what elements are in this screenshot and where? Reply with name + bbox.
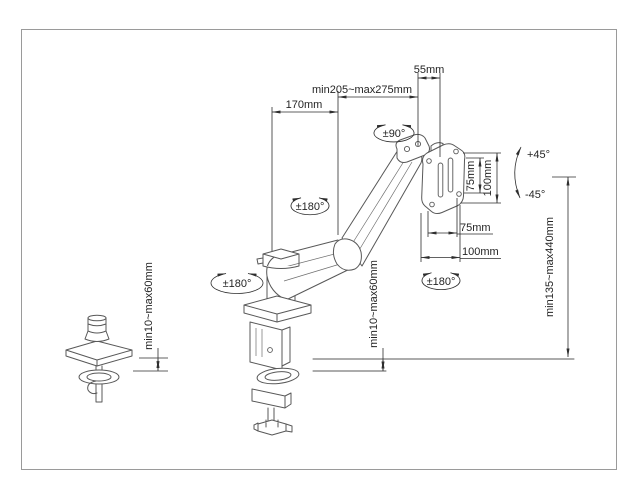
dim-height-range: min135~max440mm	[544, 176, 576, 358]
vesa-hole-tr	[453, 148, 459, 155]
rotation-label-base-180: ±180°	[223, 278, 252, 290]
vesa-hole-bl	[429, 201, 435, 208]
dim-label-vesa-v75: 75mm	[465, 161, 477, 192]
vesa-hole-tl	[426, 158, 432, 164]
tilt-label-up: +45°	[527, 149, 550, 161]
dim-label-vesa-h75: 75mm	[460, 222, 491, 234]
rotation-label-mid-180: ±180°	[296, 201, 325, 213]
elbow-joint	[332, 238, 362, 271]
vesa-slot-left	[437, 162, 444, 198]
vesa-hole-br	[456, 191, 462, 197]
clamp-body	[249, 321, 291, 371]
dim-label-55mm: 55mm	[414, 64, 445, 76]
vesa-plate-outline	[421, 143, 466, 215]
dim-label-vesa-v100: 100mm	[482, 160, 494, 197]
grommet-hook-lever	[87, 380, 98, 395]
head-screw-left	[403, 145, 411, 153]
head-cap	[395, 133, 430, 163]
upper-arm-detail-lines	[351, 157, 413, 253]
dim-vesa-vertical: 75mm 100mm	[461, 152, 501, 204]
clamp-knob	[253, 419, 293, 436]
clamp-base-plate	[243, 295, 312, 323]
rotation-arc	[290, 197, 330, 216]
diagram-frame	[21, 29, 617, 470]
dim-arm-first-length: 170mm	[271, 91, 339, 251]
rotation-arc	[373, 124, 415, 143]
dim-label-clamp-range: min10~max60mm	[368, 260, 380, 348]
clamp-mount-drawing	[243, 239, 357, 436]
rotation-mid-joint: ±180°	[290, 197, 330, 216]
dim-grommet-thickness: min10~max60mm	[133, 262, 168, 372]
dim-tick-lines	[461, 152, 501, 204]
dim-label-grommet-range: min10~max60mm	[143, 262, 155, 350]
dim-tick-lines	[133, 357, 168, 372]
rotation-arc	[210, 273, 264, 294]
grommet-plate	[65, 340, 133, 367]
tilt-arc	[514, 146, 522, 199]
grommet-stub	[84, 317, 110, 342]
clamp-pad-inner	[264, 371, 292, 381]
dim-arm-reach-range: min205~max275mm	[312, 84, 419, 99]
dim-extension-lines	[417, 73, 441, 157]
dim-label-vesa-h100: 100mm	[462, 246, 499, 258]
rotation-head-swivel: ±90°	[373, 124, 415, 143]
dim-clamp-thickness: min10~max60mm	[368, 260, 385, 371]
vesa-slot-right	[447, 157, 454, 193]
dim-vesa-horizontal: 75mm 100mm	[420, 198, 501, 262]
rotation-label-vesa-180: ±180°	[427, 276, 456, 288]
dim-head-offset: 55mm	[414, 64, 445, 157]
dim-extension-lines	[420, 198, 461, 262]
grommet-rod-lower	[95, 383, 103, 403]
clamp-body-hole	[267, 347, 273, 353]
rotation-base: ±180°	[210, 273, 264, 294]
clamp-body-slots	[255, 328, 263, 357]
dim-extension-lines	[271, 91, 339, 251]
dim-label-height-range: min135~max440mm	[544, 217, 556, 317]
rotation-label-90: ±90°	[383, 128, 406, 140]
tilt-label-down: -45°	[525, 189, 545, 201]
clamp-lower-jaw	[251, 388, 292, 409]
clamp-screw	[267, 407, 275, 422]
pole-cap	[256, 248, 300, 269]
grommet-mount-drawing	[65, 314, 133, 403]
grommet-washer-inner	[86, 372, 112, 382]
grommet-stub-top	[87, 314, 107, 322]
dim-label-reach-range: min205~max275mm	[312, 84, 412, 96]
clamp-pad	[256, 367, 300, 385]
dim-label-170mm: 170mm	[286, 99, 323, 111]
rotation-arc	[421, 272, 461, 290]
vesa-plate-drawing	[421, 143, 466, 215]
rotation-vesa: ±180°	[421, 272, 461, 290]
dim-tilt-range: +45° -45°	[514, 146, 550, 201]
